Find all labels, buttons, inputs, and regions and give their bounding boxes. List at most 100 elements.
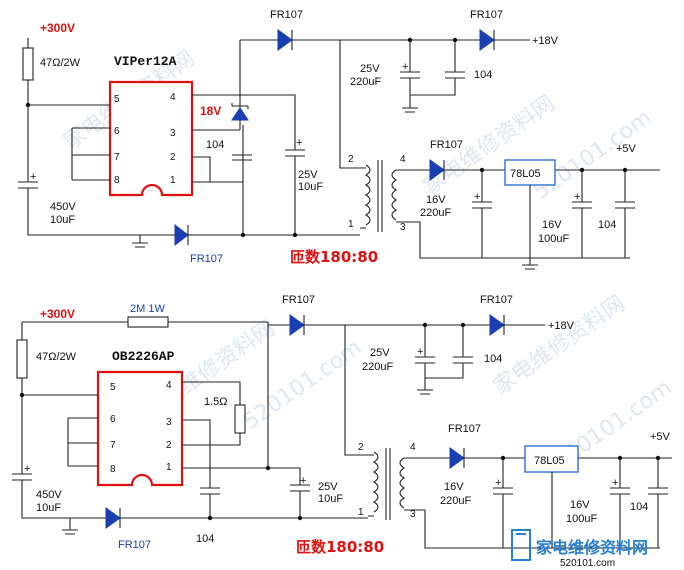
top-reg-name: 78L05 (510, 168, 541, 180)
top-16v-val: 220uF (420, 207, 451, 219)
bottom-104-label: 104 (196, 533, 214, 545)
top-node (292, 232, 298, 238)
bottom-diode-18v-label: FR107 (480, 294, 513, 306)
bottom-circuit: +300V 2M 1W 47Ω/2W + 450V 10uF OB2226AP … (12, 294, 672, 556)
top-450v-cap (18, 105, 148, 248)
bottom-cap-out-val: 220uF (362, 361, 393, 373)
top-chip-pin: 5 (114, 94, 120, 105)
top-chip-right-wires (192, 40, 296, 235)
top-tx-pin: 1 (348, 219, 354, 230)
bottom-cap-out-v: 25V (370, 347, 390, 359)
bottom-node (500, 455, 506, 461)
bottom-chip-pin: 5 (110, 382, 116, 393)
bottom-node (207, 515, 213, 521)
bottom-plus-sign: + (24, 463, 30, 475)
bottom-chip-pin: 7 (110, 440, 116, 451)
top-chip-name: VIPer12A (114, 54, 177, 69)
top-diode-bottom-label: FR107 (190, 253, 223, 265)
bottom-out5-caps (610, 458, 668, 548)
bottom-node (460, 322, 466, 328)
bottom-chip-pin: 1 (166, 462, 172, 473)
bottom-plus-sign: + (612, 477, 618, 489)
top-chip-pin: 3 (170, 128, 176, 139)
top-circuit: +300V 47Ω/2W + 450V 10uF VIPer12A 5 6 7 … (18, 9, 660, 270)
bottom-450v-val: 10uF (36, 502, 61, 514)
top-diode-5v-label: FR107 (430, 139, 463, 151)
top-diode-bottom-icon (174, 223, 189, 247)
top-tx-secondary-coil (391, 169, 398, 221)
bottom-25v-label: 25V (318, 481, 338, 493)
bottom-cap-out-104: 104 (484, 353, 502, 365)
top-tx-primary-coil (364, 164, 371, 226)
top-diode-18v-icon (479, 29, 495, 51)
top-5v-rail (443, 160, 660, 180)
bottom-104-cap (200, 487, 220, 518)
bottom-diode-top-icon (289, 314, 305, 336)
bottom-25v-cap (290, 484, 310, 518)
top-diode-top-label: FR107 (270, 9, 303, 21)
bottom-chip-left-wires (67, 394, 98, 467)
bottom-16v-label: 16V (444, 481, 464, 493)
top-25v-val: 10uF (298, 181, 323, 193)
bottom-chip-pin: 6 (110, 414, 116, 425)
top-node (452, 37, 458, 43)
bottom-diode-bottom-label: FR107 (118, 539, 151, 551)
top-hv-label: +300V (40, 21, 75, 35)
bottom-r-sense-resistor (234, 404, 246, 434)
top-tx-pin: 2 (348, 154, 354, 165)
bottom-tx-pin: 3 (410, 509, 416, 520)
top-cap-out-v: 25V (360, 63, 380, 75)
top-diode-5v-icon (429, 159, 445, 181)
top-out-18v: +18V (532, 35, 559, 47)
top-chip-left-wires (71, 104, 110, 181)
top-25v-cap (285, 145, 305, 235)
bottom-node (617, 455, 623, 461)
bottom-16v-b-label: 16V (570, 499, 590, 511)
bottom-chip-pin: 2 (166, 440, 172, 451)
top-r1-resistor (22, 47, 34, 81)
top-zener-label: 18V (200, 104, 221, 118)
top-node (479, 167, 485, 173)
top-out5-caps (572, 170, 635, 258)
bottom-16v-b-val: 100uF (566, 513, 597, 525)
bottom-plus-sign: + (495, 477, 501, 489)
top-tx-pin: 3 (400, 222, 406, 233)
top-node (407, 37, 413, 43)
top-tx-secondary-wires (396, 169, 630, 259)
top-zener-icon (231, 107, 249, 121)
top-tx-core (377, 160, 383, 232)
top-104-b-label: 104 (598, 219, 616, 231)
bottom-diode-18v-icon (489, 314, 505, 336)
top-cap-out-val: 220uF (350, 76, 381, 88)
bottom-tx-core (385, 448, 391, 520)
top-tx-pin: 4 (400, 154, 406, 165)
top-diode-top-icon (277, 29, 293, 51)
bottom-16v-cap (493, 458, 513, 548)
top-plus-sign: + (574, 191, 580, 203)
top-chip-pin: 7 (114, 152, 120, 163)
bottom-450v-label: 450V (36, 489, 62, 501)
bottom-out-5v: +5V (650, 431, 671, 443)
top-tx-primary-wires (339, 40, 366, 229)
bottom-diode-top-label: FR107 (282, 294, 315, 306)
bottom-r1-label: 47Ω/2W (36, 351, 77, 363)
top-zener-bar (231, 103, 249, 109)
top-node (622, 167, 628, 173)
top-450v-label: 450V (50, 201, 76, 213)
bottom-node (655, 455, 661, 461)
top-plus-sign: + (402, 61, 408, 73)
top-chip-pin: 8 (114, 175, 120, 186)
bottom-out-18v: +18V (548, 320, 575, 332)
bottom-diode-bottom-icon (105, 507, 121, 529)
top-chip-pin: 1 (170, 175, 176, 186)
bottom-450v-cap (12, 395, 100, 535)
top-node (579, 167, 585, 173)
watermark-url: 520101.com (529, 105, 656, 205)
bottom-node (297, 515, 303, 521)
top-450v-val: 10uF (50, 214, 75, 226)
bottom-r-top-resistor (127, 316, 169, 328)
bottom-r1-resistor (16, 339, 28, 379)
top-104-cap (232, 154, 252, 161)
top-16v-cap (472, 170, 492, 258)
bottom-chip-pin: 4 (166, 380, 172, 391)
